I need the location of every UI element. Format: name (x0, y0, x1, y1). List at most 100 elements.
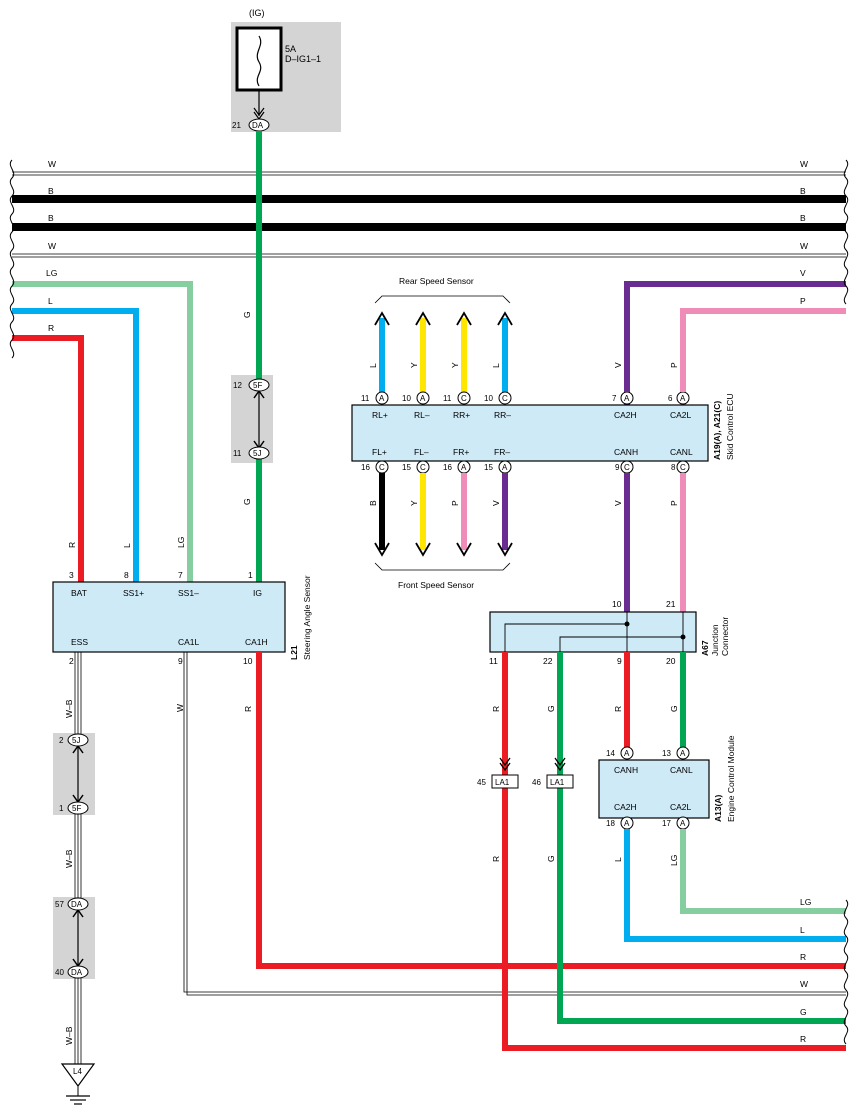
junction-bottom-pin: 22 (543, 656, 553, 666)
ecu-pin-conn: A (461, 463, 467, 472)
ecu-pin-conn: A (680, 394, 686, 403)
engine-control-module: A A 14 13 CANH CANL CA2H CA2L A A 18 17 … (598, 735, 846, 942)
ecm-pin-conn: A (680, 749, 686, 758)
la1-wire-label: R (491, 856, 501, 862)
bus-left-label: LG (46, 268, 57, 278)
junction-connector-box (489, 611, 697, 653)
ground-triangle-icon (60, 1063, 96, 1088)
ecu-top-label: RR– (494, 410, 511, 420)
junction2-top-code: DA (71, 900, 83, 909)
ig-wire-label-bottom: G (242, 498, 252, 505)
junction1-top-conn (67, 733, 89, 747)
ecu-top-wire-label: L (491, 363, 501, 368)
ss-wire-label: R (67, 542, 77, 548)
la1-45-box (491, 774, 519, 789)
ecu-pin-circle (457, 391, 471, 405)
ground-path: W–B W–B W–B 5J 2 5F 1 DA 57 DA 40 L4 (53, 652, 96, 1105)
wb-label: W–B (64, 1026, 74, 1045)
ig-wire-label-top: G (242, 311, 252, 318)
ecm-code: A13(A) (713, 794, 723, 822)
wire-r-out (502, 788, 846, 1051)
ss-pin-number: 3 (69, 570, 74, 580)
ss-bottom-pin-number: 10 (243, 656, 253, 666)
front-sensor-label: Front Speed Sensor (398, 580, 474, 590)
steering-sensor-box (52, 581, 286, 653)
break-marks (9, 159, 849, 359)
ss-wire-label: L (122, 543, 132, 548)
ss-pin-label: ESS (71, 637, 88, 647)
junction-node-dot (680, 634, 686, 640)
ss-pin-label: CA1L (178, 637, 200, 647)
junction-out-wire-label: G (669, 705, 679, 712)
ecu-pin-number: 10 (402, 394, 411, 403)
junction-bottom-pin: 9 (617, 656, 622, 666)
ig-conn-top (248, 378, 270, 392)
ss-pin-number: 1 (248, 570, 253, 580)
junction-top-pin: 21 (666, 599, 676, 609)
ecu-top-wire-label: Y (450, 362, 460, 368)
br-label: R (800, 952, 806, 962)
junction2-top-pin: 57 (55, 900, 64, 909)
ecm-bottom-label: CA2H (614, 802, 637, 812)
la1-45-pin: 45 (477, 778, 486, 787)
la1-arrow-icon (499, 757, 511, 772)
ecu-pin-conn: A (624, 394, 630, 403)
ecu-bottom-wire-label: P (669, 500, 679, 506)
junction-name-line1: Junction (710, 624, 720, 656)
ecm-pin-number: 13 (662, 749, 671, 758)
ig-conn-bottom (248, 446, 270, 460)
skid-ecu-name: Skid Control ECU (725, 393, 735, 460)
ig-conn-top-pin: 12 (233, 381, 242, 390)
br-label: LG (800, 897, 811, 907)
skid-control-ecu: Rear Speed Sensor L Y Y L V P A A C (351, 276, 735, 590)
ecu-bottom-label: FL– (414, 447, 429, 457)
ecu-pin-number: 16 (361, 463, 370, 472)
la1-46-code: LA1 (550, 778, 565, 787)
ig-conn-bottom-code: 5J (253, 449, 261, 458)
wire-lg-to-ss1minus (12, 281, 193, 582)
ground-label: L4 (73, 1067, 82, 1076)
ecu-pin-conn: A (379, 394, 385, 403)
bus-wires (12, 171, 846, 612)
bus-left-label: W (48, 241, 56, 251)
la1-wire-label: G (546, 855, 556, 862)
right-break-icon (843, 159, 849, 305)
ss-pin-label: SS1– (178, 588, 199, 598)
bus-left-label: L (48, 296, 53, 306)
bus-right-label: V (800, 268, 806, 278)
ecu-pin-number: 15 (484, 463, 493, 472)
ecu-bottom-label: CANH (614, 447, 638, 457)
wb-label: W–B (64, 849, 74, 868)
ecm-bottom-label: CA2L (670, 802, 692, 812)
junction-out-wire-label: R (491, 706, 501, 712)
ig-wire-group: 5F 12 5J 11 G G (231, 131, 273, 582)
ecu-bottom-label: FR+ (453, 447, 469, 457)
ig-conn-bottom-pin: 11 (233, 449, 242, 458)
skid-ecu-box (351, 404, 709, 462)
ss-code: L21 (289, 645, 299, 660)
ground-junction1-shade (53, 733, 95, 815)
skid-ecu-code: A19(A), A21(C) (712, 401, 722, 460)
ecm-pin-conn: A (624, 819, 630, 828)
junction-out-wire-label: G (546, 705, 556, 712)
junction1-bottom-code: 5F (72, 804, 81, 813)
ecm-pin-number: 18 (606, 819, 615, 828)
rear-sensor-label: Rear Speed Sensor (399, 276, 474, 286)
sensor-arrow-icon (415, 311, 431, 326)
ecu-top-label: RL– (414, 410, 430, 420)
fuse-supply-label: (IG) (249, 8, 265, 18)
wire-r-to-bat (12, 335, 84, 582)
junction-output-wires: R G R G LA1 LA1 45 46 R G (477, 652, 846, 1051)
junction-connector: 10 21 11 22 9 20 A67 Junction Connector (489, 599, 730, 666)
ss-pin-number: 8 (124, 570, 129, 580)
fuse-symbol (235, 26, 283, 92)
wire-r-ca1h (256, 652, 846, 969)
ecu-pin-number: 9 (615, 463, 620, 472)
ecu-top-wire-label: Y (409, 362, 419, 368)
ecm-pin-number: 14 (606, 749, 615, 758)
bus-right-label: W (800, 241, 808, 251)
wire-g-out (557, 788, 846, 1024)
fuse-rating: 5A (285, 44, 296, 54)
junction-bottom-pin: 11 (489, 656, 498, 666)
la1-45-code: LA1 (495, 778, 510, 787)
